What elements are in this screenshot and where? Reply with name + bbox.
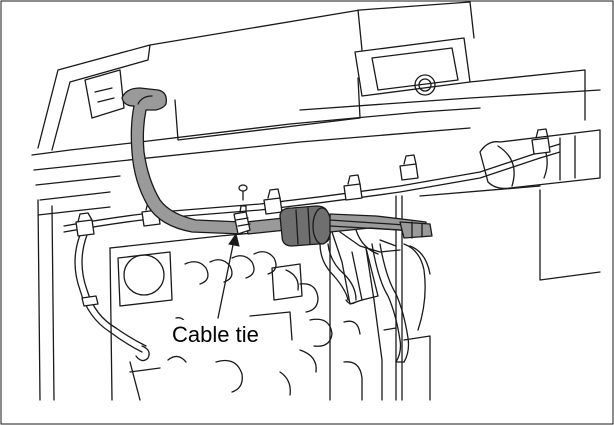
hanging-cables: [319, 243, 410, 363]
cable-tie: [233, 205, 251, 235]
upper-housing: [31, 1, 601, 186]
gray-cable: [121, 87, 243, 235]
ferrite-core: [279, 205, 332, 247]
cable-fanout: [329, 213, 433, 255]
label-backdrop: [170, 320, 290, 348]
left-frame: [37, 191, 111, 401]
right-duct: [419, 129, 601, 281]
cable-tie-label: Cable tie: [172, 322, 259, 347]
bolt-hole: [414, 74, 436, 96]
chassis-plate: [109, 225, 333, 401]
screw-hole: [238, 184, 248, 201]
harness-clips: [75, 128, 551, 237]
callout-leader: [217, 232, 240, 319]
left-wire: [74, 234, 150, 362]
